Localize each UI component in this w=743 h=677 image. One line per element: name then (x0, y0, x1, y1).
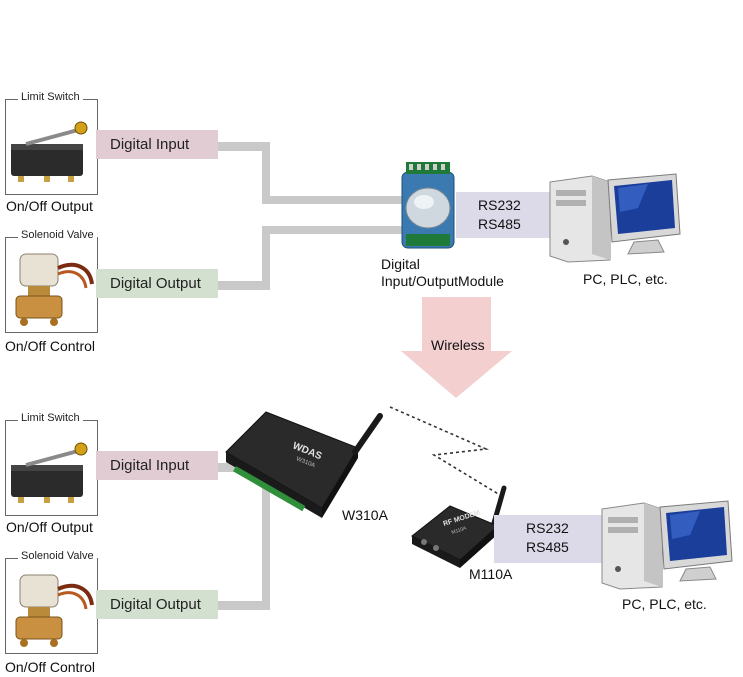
serial-band-top (456, 192, 552, 238)
limit-switch-title-bottom: Limit Switch (18, 412, 83, 424)
pc-icon-bottom (601, 500, 733, 590)
serial-band-bottom (494, 515, 602, 563)
wire-top-input (218, 142, 270, 151)
rs232-label-bottom: RS232 (526, 520, 569, 536)
wire-bottom-vertical (262, 488, 270, 610)
module-caption-line2: Input/OutputModule (381, 273, 504, 289)
digital-output-label-top: Digital Output (96, 269, 218, 298)
wire-top-to-module-a (262, 196, 402, 204)
limit-switch-caption: On/Off Output (6, 198, 93, 214)
solenoid-caption: On/Off Control (5, 338, 96, 354)
modem-model-text: M110A (451, 525, 468, 536)
limit-switch-icon-bottom (11, 442, 88, 503)
limit-switch-icon (11, 121, 88, 182)
wire-top-output (218, 281, 270, 290)
pc-icon-top (549, 173, 681, 263)
solenoid-title: Solenoid Valve (18, 229, 97, 241)
rs232-label-top: RS232 (478, 197, 521, 213)
solenoid-valve-icon (15, 253, 94, 326)
wire-top-to-module-b (262, 226, 402, 234)
limit-switch-caption-bottom: On/Off Output (6, 519, 93, 535)
wireless-down-arrow (401, 297, 512, 398)
w310a-label: W310A (342, 507, 388, 523)
wire-top-vertical-output (262, 226, 270, 290)
module-caption-line1: Digital (381, 256, 420, 272)
digital-input-label-top: Digital Input (96, 130, 218, 159)
solenoid-title-bottom: Solenoid Valve (18, 550, 97, 562)
wireless-label: Wireless (431, 337, 485, 353)
wire-top-vertical-input (262, 142, 270, 204)
limit-switch-frame-top: Limit Switch (5, 91, 98, 195)
solenoid-frame-top: Solenoid Valve (5, 229, 98, 333)
limit-switch-frame-bottom: Limit Switch (5, 412, 98, 516)
rs485-label-bottom: RS485 (526, 539, 569, 555)
pc-caption-top: PC, PLC, etc. (583, 271, 668, 287)
m110a-label: M110A (469, 566, 513, 582)
w310a-device-icon: WDAS W310A (225, 411, 383, 518)
solenoid-valve-icon-bottom (15, 574, 94, 647)
solenoid-caption-bottom: On/Off Control (5, 659, 96, 675)
io-module-icon (401, 162, 455, 249)
solenoid-frame-bottom: Solenoid Valve (5, 550, 98, 654)
rs485-label-top: RS485 (478, 216, 521, 232)
digital-input-label-bottom: Digital Input (96, 451, 218, 480)
limit-switch-title: Limit Switch (18, 91, 83, 103)
digital-output-label-bottom: Digital Output (96, 590, 218, 619)
wire-bottom-output (218, 601, 270, 610)
pc-caption-bottom: PC, PLC, etc. (622, 596, 707, 612)
